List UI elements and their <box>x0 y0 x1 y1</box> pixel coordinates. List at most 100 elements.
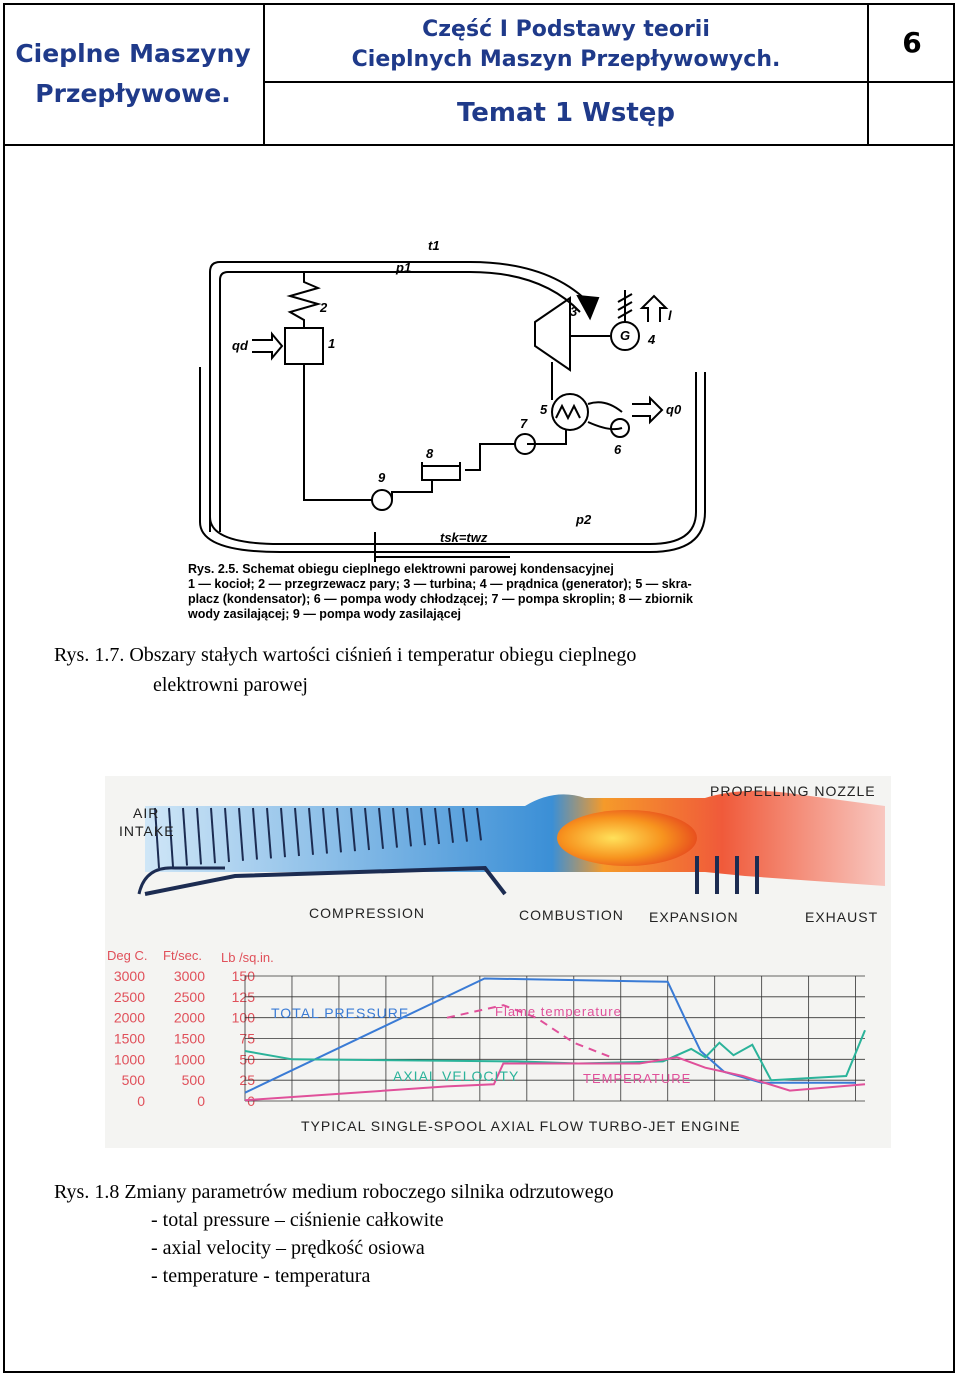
label-p2: p2 <box>575 512 592 527</box>
course-title-line2: Przepływowe. <box>35 78 231 108</box>
label-n3: 3 <box>570 304 578 319</box>
outer-pipe-top-inner <box>219 271 470 532</box>
compressor-blade <box>462 807 468 842</box>
arrow-to-turbine <box>576 294 600 321</box>
topic-title: Temat 1 Wstęp <box>456 98 675 128</box>
combustion-flame <box>557 810 697 866</box>
course-title: Cieplne Maszyny Przepływowe. <box>3 3 265 144</box>
tick-label: 1500 <box>174 1031 205 1047</box>
pipe-to-turbine-inner <box>469 271 581 313</box>
condensate-to-tank <box>465 443 515 471</box>
tick-label: 0 <box>197 1093 205 1109</box>
compressor-blade <box>322 807 328 854</box>
compressor-blade <box>350 807 356 852</box>
feed-water-tank <box>421 462 461 481</box>
label-flame-temperature: Flame temperature <box>495 1004 622 1019</box>
label-n1: 1 <box>328 336 335 351</box>
tick-label: 125 <box>232 989 256 1005</box>
tick-label: 1000 <box>114 1051 145 1067</box>
part-title-line1: Część I Podstawy teorii <box>422 17 710 42</box>
label-t1: t1 <box>428 238 440 253</box>
feed-to-boiler <box>303 364 372 501</box>
ground-mark-3 <box>617 309 633 319</box>
label-n8: 8 <box>426 446 434 461</box>
generator-symbol: G <box>620 328 630 343</box>
turbine <box>534 296 571 372</box>
outer-pipe-top <box>209 261 470 532</box>
power-plant-cycle-diagram: t1 p1 2 1 qd 3 G 4 l 5 q0 6 7 8 9 p2 tsk… <box>187 238 706 621</box>
label-axial-velocity: AXIAL VELOCITY <box>393 1068 519 1084</box>
compressor-blade <box>420 807 426 846</box>
tick-label: 2500 <box>174 989 205 1005</box>
superheater-coil <box>286 272 322 328</box>
tick-label: 3000 <box>174 968 205 984</box>
cooling-water-pump <box>610 418 630 438</box>
compressor-blade <box>210 807 216 864</box>
compressor-blade <box>448 807 454 843</box>
compressor-blade <box>280 807 286 858</box>
left-loop-outer <box>199 367 281 553</box>
heat-input-arrow <box>252 331 284 361</box>
page-frame <box>3 3 955 1373</box>
tank-to-pump <box>391 480 433 500</box>
page-number: 6 <box>869 3 955 83</box>
figure1-caption-line2: elektrowni parowej <box>153 674 308 696</box>
compressor-blade <box>294 807 300 857</box>
label-n2: 2 <box>319 300 328 315</box>
label-temperature: TEMPERATURE <box>583 1071 691 1086</box>
bottom-loop-outer <box>280 372 706 553</box>
course-title-line1: Cieplne Maszyny <box>15 38 251 68</box>
tick-label: 150 <box>232 968 256 984</box>
boiler-box <box>284 327 324 365</box>
compressor-lower-casing <box>144 865 507 896</box>
figure2-caption-line1: Rys. 1.8 Zmiany parametrów medium robocz… <box>54 1181 614 1203</box>
left-loop-inner <box>209 367 281 545</box>
cooling-water-pipe-bottom <box>587 421 623 431</box>
compressor-blade <box>182 807 188 866</box>
label-air-intake-1: AIR <box>133 805 159 821</box>
axis-header-fts: Ft/sec. <box>163 948 202 963</box>
compressor-blade <box>364 807 370 851</box>
turbojet-figure: AIR INTAKE PROPELLING NOZZLE COMPRESSION… <box>105 776 891 1148</box>
label-compression: COMPRESSION <box>309 905 425 921</box>
compressor-blade <box>266 807 272 859</box>
work-output-arrow <box>639 294 669 322</box>
bottom-loop-inner <box>280 372 697 545</box>
label-air-intake-2: INTAKE <box>119 823 175 839</box>
page-number-blank-cell <box>869 83 955 144</box>
condensate-line <box>527 430 567 445</box>
tick-label: 500 <box>182 1072 206 1088</box>
part-title: Część I Podstawy teorii Cieplnych Maszyn… <box>265 3 867 83</box>
feed-water-pump <box>371 489 393 511</box>
tick-label: 500 <box>122 1072 146 1088</box>
condenser <box>551 393 589 431</box>
label-q0: q0 <box>666 402 682 417</box>
compressor-blade <box>476 807 482 841</box>
scan-caption-line4: wody zasilającej; 9 — pompa wody zasilaj… <box>187 607 461 621</box>
label-n6: 6 <box>614 442 622 457</box>
scan-caption-line3: placz (kondensator); 6 — pompa wody chło… <box>188 592 693 606</box>
compressor-blade <box>392 807 398 848</box>
condenser-coil <box>555 403 581 421</box>
scan-caption-line1: Rys. 2.5. Schemat obiegu cieplnego elekt… <box>188 562 614 576</box>
chart-bottom-title: TYPICAL SINGLE-SPOOL AXIAL FLOW TURBO-JE… <box>301 1118 741 1134</box>
compressor-blade <box>336 807 342 853</box>
caption-item-temperature: - temperature - temperatura <box>151 1265 371 1287</box>
heat-output-arrow <box>632 395 664 425</box>
turbine-struts <box>695 856 759 894</box>
pipe-to-turbine <box>469 261 591 305</box>
label-exhaust: EXHAUST <box>805 909 878 925</box>
tick-label: 0 <box>137 1093 145 1109</box>
tick-label: 1500 <box>114 1031 145 1047</box>
figure2-caption: Rys. 1.8 Zmiany parametrów medium robocz… <box>54 1178 614 1290</box>
tick-label: 2000 <box>174 1010 205 1026</box>
compressor-blade <box>252 807 258 860</box>
part-title-cell: Część I Podstawy teorii Cieplnych Maszyn… <box>265 3 869 144</box>
compressor-blade <box>406 807 412 847</box>
label-qd: qd <box>232 338 249 353</box>
label-propelling-nozzle: PROPELLING NOZZLE <box>710 783 876 799</box>
figure1-caption: Rys. 1.7. Obszary stałych wartości ciśni… <box>54 640 636 700</box>
tick-label: 100 <box>232 1010 256 1026</box>
caption-item-pressure: - total pressure – ciśnienie całkowite <box>151 1209 444 1231</box>
label-n4: 4 <box>647 332 656 347</box>
